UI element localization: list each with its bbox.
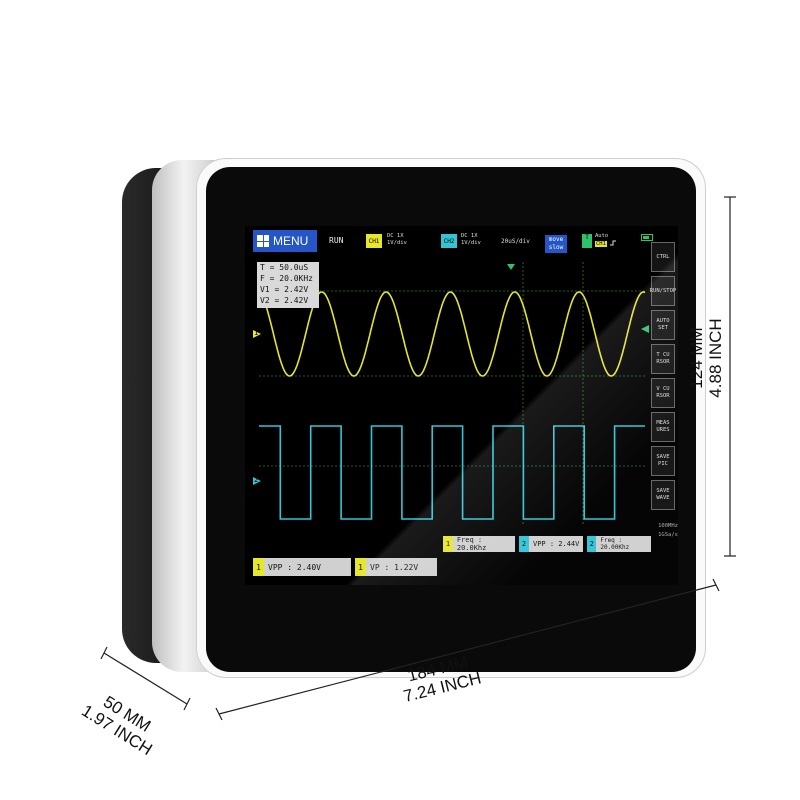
measurement-channel: 2 [519,536,529,552]
side-button-label: SAVE PIC [656,454,670,467]
menu-label: MENU [273,234,309,248]
spec-sample-rate: 1GSa/s [658,532,678,538]
trigger-badge[interactable]: T [582,234,592,248]
ch2-marker-label: 2 [254,476,259,484]
move-speed-button[interactable]: move slow [545,235,567,253]
trigger-source-row: CH1 [595,240,617,248]
side-button-measures[interactable]: MEAS URES [651,412,675,442]
side-button-auto-set[interactable]: AUTO SET [651,310,675,340]
ch2-badge[interactable]: CH2 [441,234,457,248]
trigger-mode: Auto [595,233,609,239]
measurement-item[interactable]: 2 Freq : 20.00Khz [587,536,651,552]
side-button-label: SAVE WAVE [656,488,670,501]
depth-dimension-label: 50 MM 1.97 INCH [61,674,183,770]
side-button-save-wave[interactable]: SAVE WAVE [651,480,675,510]
timebase-readout[interactable]: 20uS/div [501,238,530,245]
side-button-label: RUN/STOP [649,287,677,294]
trigger-source: CH1 [595,240,607,247]
readout-period: T = 50.0uS [260,263,309,272]
ch1-badge[interactable]: CH1 [366,234,382,248]
side-button-save-pic[interactable]: SAVE PIC [651,446,675,476]
ch1-level-marker [253,330,261,338]
ch2-scale: 1V/div [461,240,481,246]
graticule-grid [259,262,645,526]
trigger-settings: Auto CH1 [595,233,617,248]
side-button-label: V CU RSOR [656,386,670,399]
measurement-item[interactable]: 1 Freq : 20.0Khz [443,536,515,552]
move-speed-line2: slow [548,244,564,251]
ch1-waveform [258,291,646,377]
ch1-scale: 1V/div [387,240,407,246]
battery-icon [641,234,653,241]
measurement-value: Freq : 20.00Khz [600,537,630,551]
measurement-value: Freq : 20.0Khz [456,536,487,552]
side-button-label: MEAS URES [656,420,670,433]
measurement-value: VP : 1.22V [370,562,419,572]
ch1-settings: DC 1X 1V/div [387,233,407,247]
grid-menu-icon [257,235,269,247]
readout-v1: V1 = 2.42V [260,285,309,294]
readout-frequency: F = 20.0KHz [260,274,313,283]
side-button-label: AUTO SET [656,318,670,331]
spec-bandwidth: 100MHz [658,523,678,529]
ch1-coupling: DC 1X [387,233,404,239]
ch2-coupling: DC 1X [461,233,478,239]
oscilloscope-screen: 1 2 MENU RUN CH1 DC 1X 1V/div CH2 DC 1X … [245,226,678,585]
menu-button[interactable]: MENU [253,230,317,252]
side-button-label: CTRL [656,253,670,260]
device-spec: 100MHz 1GSa/s [650,522,678,540]
measurement-item[interactable]: 1 VPP : 2.40V [253,558,351,576]
trigger-position-marker [507,264,515,270]
readout-v2: V2 = 2.42V [260,296,309,305]
measurement-item[interactable]: 2 VPP : 2.44V [519,536,583,552]
rising-edge-icon [610,240,617,246]
measurement-channel: 1 [253,558,264,576]
side-button-label: T CU RSOR [656,352,670,365]
measurement-channel: 2 [587,536,597,552]
trigger-level-marker [641,325,649,333]
side-button-run-stop[interactable]: RUN/STOP [649,276,677,306]
ch1-marker-label: 1 [254,329,259,337]
measurement-value: VPP : 2.44V [533,540,580,548]
measurement-channel: 1 [443,536,453,552]
ch2-settings: DC 1X 1V/div [461,233,481,247]
side-button-time-cursor[interactable]: T CU RSOR [651,344,675,374]
side-button-ctrl[interactable]: CTRL [651,242,675,272]
run-status: RUN [329,236,344,245]
waveform-display [253,262,649,526]
ch2-level-marker [253,477,261,485]
height-mm: 124 MM [687,327,706,389]
measurement-item[interactable]: 1 VP : 1.22V [355,558,437,576]
height-dimension-label: 124 MM 4.88 INCH [687,298,725,418]
measurement-readout: T = 50.0uS F = 20.0KHz V1 = 2.42V V2 = 2… [257,262,319,308]
measurement-channel: 1 [355,558,366,576]
ch2-waveform [259,425,645,520]
measurement-value: VPP : 2.40V [268,562,321,572]
side-button-volt-cursor[interactable]: V CU RSOR [651,378,675,408]
move-speed-line1: move [548,236,564,243]
height-inch: 4.88 INCH [706,318,725,398]
